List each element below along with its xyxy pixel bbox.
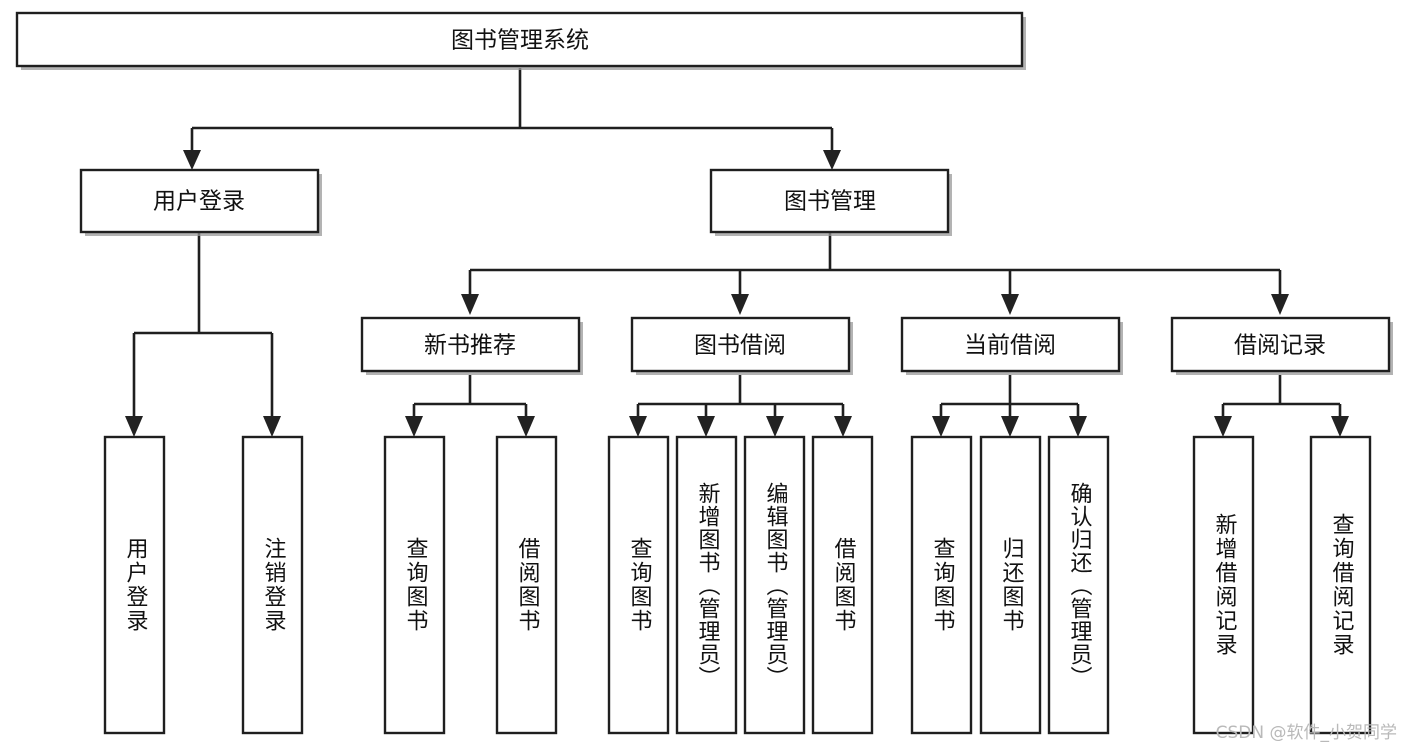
arrow-head-icon (1214, 416, 1232, 437)
leaf-new-book-query[interactable]: 查询图书 (383, 435, 446, 735)
node-root-book-management-system[interactable]: 图书管理系统 (15, 11, 1026, 70)
node-book-management-label: 图书管理 (784, 189, 876, 215)
connector-newbook-to-leaves (405, 375, 535, 437)
leaf-user-login-login-label: 用户登录 (122, 537, 148, 633)
node-current-borrow-label: 当前借阅 (964, 333, 1056, 359)
leaf-borrow-record-query-label: 查询借阅记录 (1328, 513, 1354, 657)
leaf-current-borrow-query[interactable]: 查询图书 (910, 435, 973, 735)
arrow-head-icon (1069, 416, 1087, 437)
arrow-head-icon (697, 416, 715, 437)
leaf-user-login-login-label-wrap: 用户登录 (122, 537, 148, 633)
leaf-book-borrow-edit[interactable]: 编辑图书（管理员） (743, 435, 806, 735)
connector-bookmgmt-to-level3 (461, 232, 1289, 315)
leaf-current-borrow-confirm-return-label-wrap: 确认归还（管理员） (1066, 481, 1092, 689)
leaf-book-borrow-query-label-wrap: 查询图书 (626, 537, 652, 633)
node-book-borrow-label: 图书借阅 (694, 333, 786, 359)
leaf-book-borrow-query-label: 查询图书 (626, 537, 652, 633)
node-user-login-label: 用户登录 (153, 189, 245, 215)
connector-currentborrow-to-leaves (932, 375, 1087, 437)
node-book-management[interactable]: 图书管理 (709, 168, 952, 236)
leaf-user-login-logout[interactable]: 注销登录 (241, 435, 304, 735)
leaf-current-borrow-query-label-wrap: 查询图书 (929, 537, 955, 633)
arrow-head-icon (629, 416, 647, 437)
node-user-login[interactable]: 用户登录 (79, 168, 322, 236)
arrow-head-icon (125, 416, 143, 437)
leaf-book-borrow-edit-label: 编辑图书（管理员） (762, 481, 788, 689)
arrow-head-icon (1331, 416, 1349, 437)
leaf-new-book-borrow-label-wrap: 借阅图书 (514, 537, 540, 633)
leaf-new-book-borrow[interactable]: 借阅图书 (495, 435, 558, 735)
arrow-head-icon (766, 416, 784, 437)
connector-bookborrow-to-leaves (629, 375, 852, 437)
leaf-current-borrow-return-label-wrap: 归还图书 (998, 537, 1024, 633)
node-borrow-record[interactable]: 借阅记录 (1170, 316, 1393, 375)
arrow-head-icon (405, 416, 423, 437)
leaf-book-borrow-add-label-wrap: 新增图书（管理员） (694, 481, 720, 689)
leaf-book-borrow-borrow-label-wrap: 借阅图书 (830, 537, 856, 633)
arrow-head-icon (183, 150, 201, 170)
node-new-book-recommend[interactable]: 新书推荐 (360, 316, 583, 375)
connector-userlogin-to-leaves (125, 232, 281, 437)
connector-borrowrecord-to-leaves (1214, 375, 1349, 437)
leaf-new-book-borrow-label: 借阅图书 (514, 537, 540, 633)
arrow-head-icon (932, 416, 950, 437)
leaf-book-borrow-add-label: 新增图书（管理员） (694, 481, 720, 689)
arrow-head-icon (517, 416, 535, 437)
leaf-borrow-record-query-label-wrap: 查询借阅记录 (1328, 513, 1354, 657)
leaf-current-borrow-query-label: 查询图书 (929, 537, 955, 633)
leaf-user-login-logout-label: 注销登录 (260, 537, 286, 633)
arrow-head-icon (834, 416, 852, 437)
arrow-head-icon (1001, 294, 1019, 315)
arrow-head-icon (461, 294, 479, 315)
node-new-book-recommend-label: 新书推荐 (424, 333, 516, 359)
leaf-borrow-record-add-label: 新增借阅记录 (1211, 513, 1237, 657)
arrow-head-icon (1271, 294, 1289, 315)
connector-root-to-level2 (183, 68, 841, 170)
leaf-borrow-record-add[interactable]: 新增借阅记录 (1192, 435, 1255, 735)
node-book-borrow[interactable]: 图书借阅 (630, 316, 853, 375)
leaf-book-borrow-borrow[interactable]: 借阅图书 (811, 435, 874, 735)
leaf-new-book-query-label-wrap: 查询图书 (402, 537, 428, 633)
leaf-user-login-login[interactable]: 用户登录 (103, 435, 166, 735)
leaf-current-borrow-confirm-return-label: 确认归还（管理员） (1066, 481, 1092, 689)
leaf-borrow-record-query[interactable]: 查询借阅记录 (1309, 435, 1372, 735)
node-root-label: 图书管理系统 (451, 28, 589, 54)
leaf-book-borrow-add[interactable]: 新增图书（管理员） (675, 435, 738, 735)
leaf-new-book-query-label: 查询图书 (402, 537, 428, 633)
leaf-user-login-logout-label-wrap: 注销登录 (260, 537, 286, 633)
arrow-head-icon (263, 416, 281, 437)
leaf-borrow-record-add-label-wrap: 新增借阅记录 (1211, 513, 1237, 657)
arrow-head-icon (1001, 416, 1019, 437)
arrow-head-icon (731, 294, 749, 315)
leaf-current-borrow-return-label: 归还图书 (998, 537, 1024, 633)
leaf-current-borrow-confirm-return[interactable]: 确认归还（管理员） (1047, 435, 1110, 735)
node-current-borrow[interactable]: 当前借阅 (900, 316, 1123, 375)
leaf-book-borrow-borrow-label: 借阅图书 (830, 537, 856, 633)
leaf-current-borrow-return[interactable]: 归还图书 (979, 435, 1042, 735)
leaf-book-borrow-query[interactable]: 查询图书 (607, 435, 670, 735)
arrow-head-icon (823, 150, 841, 170)
node-borrow-record-label: 借阅记录 (1234, 333, 1326, 359)
leaf-book-borrow-edit-label-wrap: 编辑图书（管理员） (762, 481, 788, 689)
